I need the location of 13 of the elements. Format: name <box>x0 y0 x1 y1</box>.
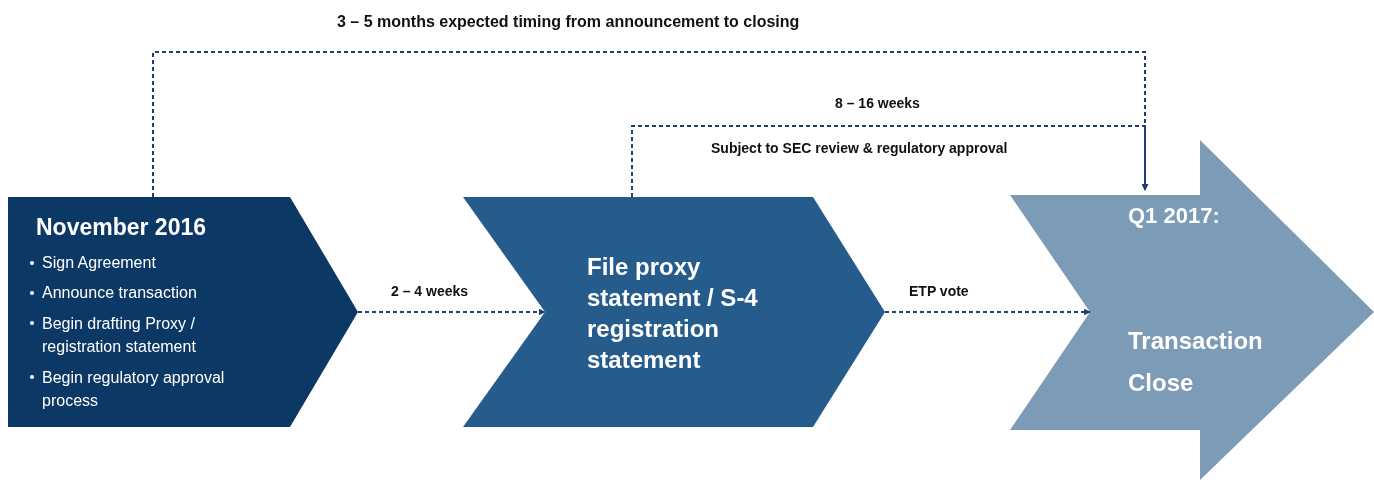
dashed-arrow <box>631 125 1149 198</box>
dashed-arrow <box>357 308 546 316</box>
dashed-arrow <box>152 51 1149 198</box>
bullet-item: Sign Agreement <box>28 252 302 274</box>
heading: November 2016 <box>36 213 208 242</box>
step-title: File proxy statement / S-4 registration statement <box>587 252 759 375</box>
bullet-item: Begin regulatory approval process <box>28 366 272 412</box>
edge-label: 8 – 16 weeks <box>832 95 923 111</box>
bullet-item: Begin drafting Proxy / registration statement <box>28 312 257 358</box>
bullet-item: Announce transaction <box>28 282 302 304</box>
milestone-title: Transaction Close <box>1128 326 1264 398</box>
date-heading: Q1 2017: <box>1128 202 1221 230</box>
dashed-arrow <box>884 308 1091 316</box>
